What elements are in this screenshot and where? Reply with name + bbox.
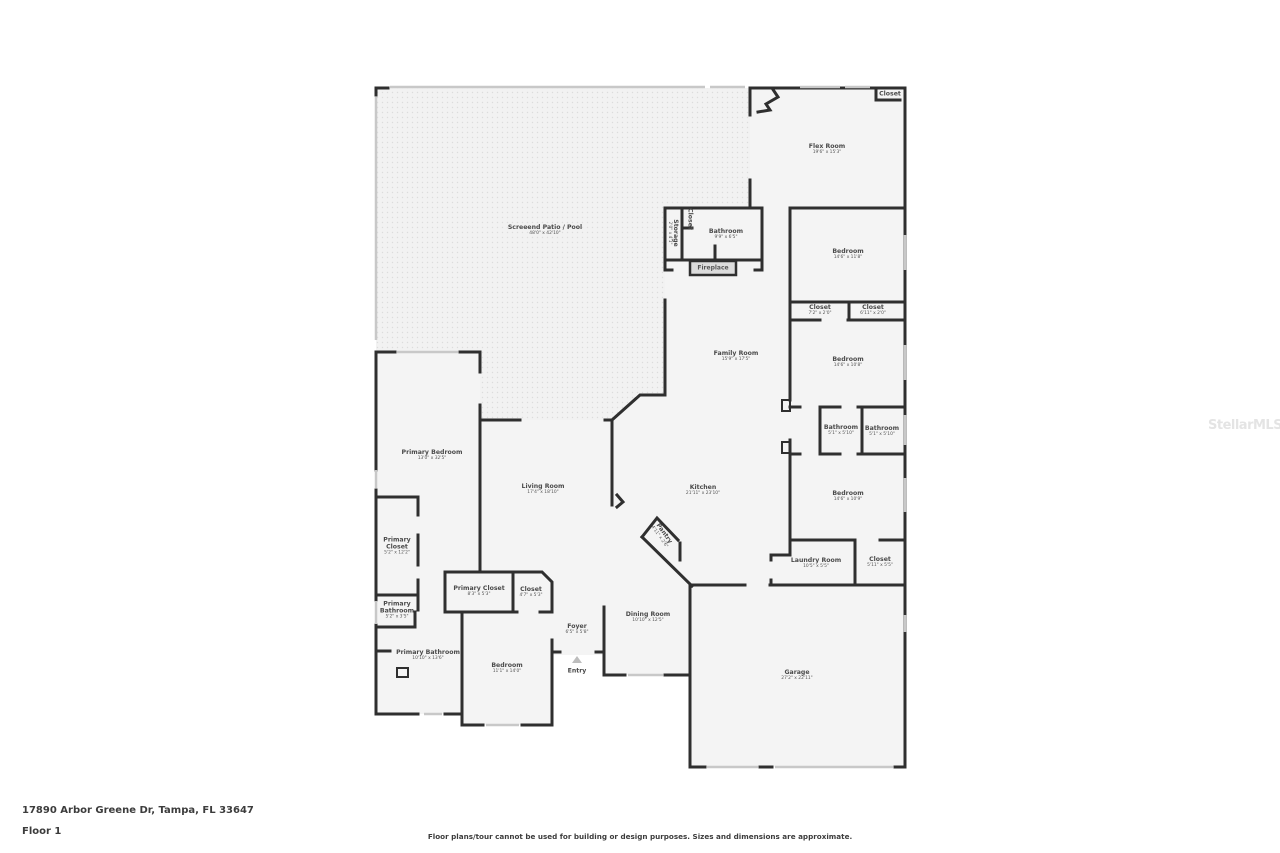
room-closet-small: Closet bbox=[686, 208, 694, 230]
fireplace bbox=[688, 259, 738, 277]
watermark: StellarMLS bbox=[1208, 418, 1280, 433]
entry-label: Entry bbox=[567, 667, 587, 675]
property-address: 17890 Arbor Greene Dr, Tampa, FL 33647 bbox=[22, 805, 254, 816]
room-flex-closet: Closet bbox=[879, 90, 901, 98]
patio-area bbox=[376, 88, 750, 420]
entry-arrow-icon bbox=[572, 656, 582, 663]
fireplace-label: Fireplace bbox=[697, 264, 729, 272]
windows bbox=[374, 85, 907, 769]
floor-label: Floor 1 bbox=[22, 826, 62, 837]
disclaimer: Floor plans/tour cannot be used for buil… bbox=[427, 832, 853, 841]
